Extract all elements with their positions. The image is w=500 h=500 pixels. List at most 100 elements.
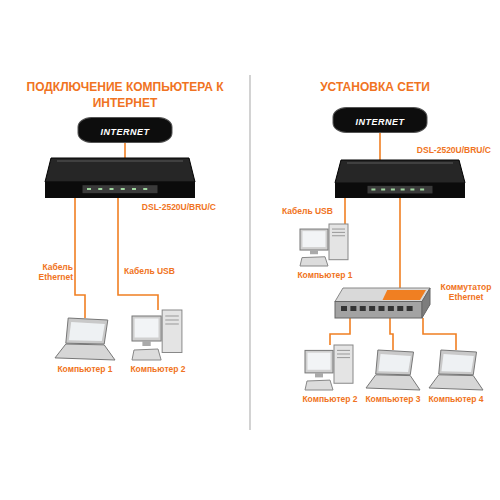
laptop-node: Компьютер 4: [429, 350, 483, 390]
router-led: [420, 189, 424, 191]
laptop-base: [55, 344, 115, 360]
device-icon: [335, 160, 465, 198]
device-label: Компьютер 4: [427, 394, 484, 404]
router-led: [132, 188, 136, 190]
monitor-case: [132, 316, 161, 341]
cable-line: [399, 198, 401, 288]
device-icon: [305, 345, 355, 390]
laptop-lid: [439, 350, 477, 375]
keyboard: [305, 380, 333, 390]
device-icon: [300, 224, 350, 266]
router-top: [335, 160, 465, 183]
router-top: [45, 158, 195, 182]
device-label: Компьютер 2: [301, 394, 358, 404]
device-icon: [132, 310, 184, 360]
router-led: [121, 188, 125, 190]
monitor-screen: [308, 353, 331, 370]
router-sheen: [57, 161, 183, 162]
monitor-stand: [315, 373, 323, 378]
desktop-tower: [329, 224, 348, 260]
keyboard: [132, 349, 161, 360]
device-label: Компьютер 1: [56, 364, 113, 374]
switch-node: Коммутатор Ethernet: [335, 288, 430, 318]
cable-line: [118, 198, 158, 310]
cable-label: Кабель Ethernet: [26, 262, 74, 282]
tower-slot: [337, 350, 350, 351]
cable-line: [423, 318, 456, 350]
router-front: [335, 183, 465, 198]
router-panel: [368, 186, 433, 194]
laptop-lid: [66, 318, 108, 344]
monitor-case: [305, 350, 333, 373]
router-sheen: [347, 163, 453, 164]
tower-slot: [165, 324, 179, 325]
desktop-tower: [334, 345, 353, 383]
internet-cloud: INTERNET: [78, 117, 173, 143]
router-led: [371, 189, 375, 191]
router-node: DSL-2520U/BRU/C: [335, 160, 465, 198]
monitor-case: [300, 229, 328, 250]
panel-divider: [249, 75, 250, 430]
laptop-node: Компьютер 3: [366, 350, 420, 390]
device-label: DSL-2520U/BRU/C: [416, 145, 492, 155]
cloud-label: INTERNET: [356, 117, 405, 127]
switch-port: [388, 306, 394, 311]
switch-top: [335, 288, 430, 302]
device-label: Компьютер 1: [296, 270, 353, 280]
tower-slot: [165, 316, 179, 317]
switch-port: [407, 306, 413, 311]
cable-line: [379, 133, 381, 160]
switch-port: [379, 306, 385, 311]
desktop-node: Компьютер 2: [305, 345, 355, 390]
router-led: [401, 189, 405, 191]
monitor-stand: [310, 250, 318, 254]
panel-heading: ПОДКЛЮЧЕНИЕ КОМПЬЮТЕРА К ИНТЕРНЕТ: [10, 80, 240, 111]
device-label: Коммутатор Ethernet: [434, 282, 498, 302]
monitor-screen: [135, 319, 159, 338]
device-icon: [45, 158, 195, 198]
device-icon: [366, 350, 420, 390]
switch-port: [397, 306, 403, 311]
router-led: [98, 188, 102, 190]
panel-heading: УСТАНОВКА СЕТИ: [260, 80, 490, 96]
switch-port: [341, 306, 347, 311]
tower-slot: [337, 354, 350, 355]
switch-port: [350, 306, 356, 311]
cable-line: [330, 318, 350, 345]
cable-label: Кабель USB: [123, 266, 176, 276]
device-label: DSL-2520U/BRU/C: [141, 202, 217, 212]
cable-label: Кабель USB: [281, 206, 334, 216]
tower-slot: [165, 320, 179, 321]
desktop-node: Компьютер 2: [132, 310, 184, 360]
cable-line: [390, 318, 393, 350]
router-led: [110, 188, 114, 190]
monitor-stand: [142, 341, 150, 346]
cable-line: [344, 198, 346, 224]
device-label: Компьютер 2: [129, 364, 186, 374]
router-led: [410, 189, 414, 191]
switch-side: [422, 288, 430, 318]
laptop-screen: [378, 354, 410, 372]
desktop-tower: [162, 310, 182, 353]
laptop-screen: [69, 322, 105, 341]
monitor-screen: [303, 231, 326, 247]
laptop-screen: [441, 354, 473, 372]
tower-slot: [332, 229, 345, 230]
cloud-label: INTERNET: [101, 127, 150, 137]
internet-cloud: INTERNET: [333, 107, 428, 133]
cable-line: [75, 198, 85, 318]
router-panel: [83, 185, 158, 193]
router-node: DSL-2520U/BRU/C: [45, 158, 195, 198]
router-led: [87, 188, 91, 190]
tower-slot: [332, 235, 345, 236]
keyboard: [300, 257, 328, 266]
switch-port: [369, 306, 375, 311]
laptop-lid: [376, 350, 414, 375]
tower-slot: [332, 232, 345, 233]
router-front: [45, 182, 195, 198]
cable-line: [124, 143, 126, 158]
device-icon: [429, 350, 483, 390]
laptop-base: [366, 375, 420, 390]
